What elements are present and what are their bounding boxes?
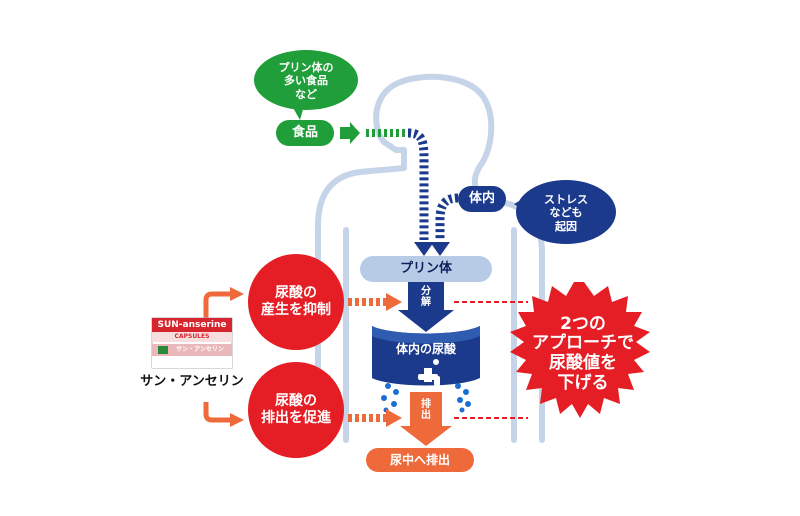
decompose-arrow	[398, 282, 454, 332]
urine-excretion-bar	[366, 448, 474, 472]
product-box-sub: CAPSULES	[174, 333, 210, 341]
product-to-suppress-arrowhead	[230, 287, 244, 301]
food-to-purine-dashes	[407, 128, 429, 240]
urine-excretion-label: 尿中へ排出	[389, 452, 450, 467]
stress-bubble-text: ストレス なども 起因	[544, 193, 588, 233]
uric-acid-container-top	[372, 326, 480, 344]
product-to-promote-arrow	[203, 402, 232, 423]
food-label-box	[276, 120, 334, 146]
suppress-production-text: 尿酸の 産生を抑制	[261, 285, 331, 318]
faucet-icon	[418, 359, 440, 386]
product-box	[151, 317, 233, 369]
product-to-promote-arrowhead	[230, 413, 244, 427]
product-to-suppress-arrow	[203, 291, 232, 318]
stress-bubble	[514, 180, 616, 244]
food-bubble-text: プリン体の 多い食品 など	[278, 61, 334, 101]
starburst	[510, 282, 650, 418]
body-to-purine-dashes	[435, 193, 459, 240]
promote-circle	[248, 362, 344, 458]
food-arrow	[340, 122, 360, 144]
burst-text: 2つの アプローチで 尿酸値を 下げる	[532, 313, 634, 393]
product-box-jp: サン・アンセリン	[176, 346, 224, 354]
body-label-box	[458, 186, 506, 212]
food-bubble	[254, 50, 358, 120]
body-to-purine-arrowhead	[430, 242, 450, 256]
purine-label: プリン体	[399, 261, 452, 277]
product-name: サン・アンセリン	[140, 374, 244, 390]
promote-arrowhead	[386, 409, 402, 427]
promote-excretion-text: 尿酸の 排出を促進	[261, 393, 331, 426]
product-box-brand: SUN-anserine	[157, 319, 227, 330]
excretion-arrow	[400, 392, 452, 446]
purine-bar	[360, 256, 492, 282]
droplets-left	[381, 383, 399, 413]
uric-acid-label: 体内の尿酸	[395, 341, 456, 356]
suppress-arrowhead	[386, 293, 402, 311]
food-to-purine-arrowhead	[414, 242, 434, 256]
food-label: 食品	[291, 125, 318, 141]
body-label: 体内	[468, 191, 495, 207]
excretion-label: 排 出	[421, 399, 431, 421]
suppress-circle	[248, 254, 344, 350]
droplets-right	[455, 383, 471, 413]
decompose-label: 分 解	[421, 286, 431, 308]
